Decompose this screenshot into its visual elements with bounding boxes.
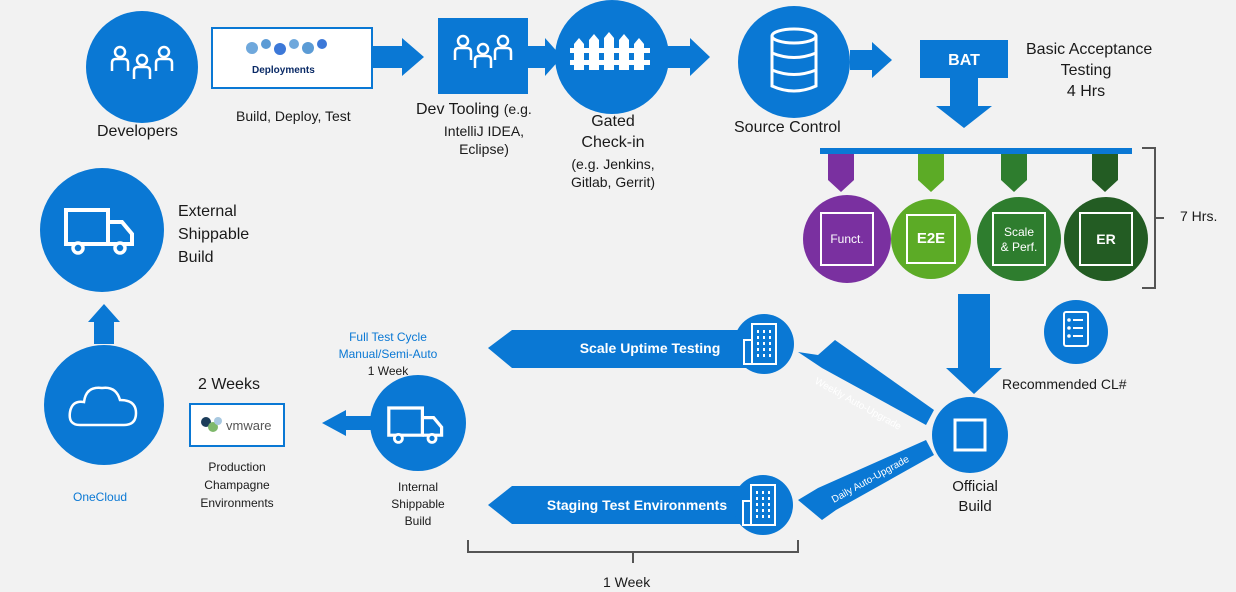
official-build-line2: Build [958, 498, 992, 515]
internal-build-line1: Internal [397, 480, 439, 494]
weekly-upgrade-arrow [798, 340, 934, 425]
full-test-cycle-line1: Full Test Cycle [349, 330, 427, 344]
internal-build-circle [370, 375, 466, 471]
external-build-circle [40, 168, 164, 292]
dev-tooling-paren: (e.g. [503, 101, 532, 117]
developers-label: Developers [97, 123, 178, 140]
seven-hrs-bracket [1142, 147, 1164, 289]
vmware-label: vmware [226, 418, 272, 433]
dev-tooling-line3: Eclipse) [459, 141, 509, 157]
one-week-bottom-label: 1 Week [603, 574, 651, 590]
external-build-line3: Build [178, 249, 214, 266]
gated-line2: Check-in [581, 134, 645, 151]
official-build-line1: Official [952, 478, 998, 495]
source-control-circle [738, 6, 850, 118]
arrow-to-official [946, 294, 1002, 394]
dev-tooling-label: Dev Tooling (e.g. [416, 100, 532, 119]
scale-label-line2: & Perf. [1000, 240, 1038, 254]
one-week-top-label: 1 Week [367, 364, 409, 378]
deployments-label: Deployments [252, 65, 315, 76]
production-line2: Champagne [204, 478, 270, 492]
er-circle [1064, 197, 1148, 281]
arrow-to-dev-tooling [372, 38, 424, 76]
square-icon [953, 418, 987, 452]
e2e-circle [891, 199, 971, 279]
arrow-to-gated [528, 38, 562, 76]
production-line1: Production [208, 460, 266, 474]
bat-desc-line3: 4 Hrs [1066, 83, 1106, 100]
deployments-gears-icon [246, 39, 327, 55]
dev-tooling-title: Dev Tooling [416, 101, 500, 118]
external-build-line2: Shippable [178, 226, 250, 243]
onecloud-circle [44, 304, 164, 465]
cloud-icon [68, 386, 138, 427]
production-line3: Environments [200, 496, 274, 510]
official-build-circle [932, 397, 1008, 473]
funct-tab [828, 154, 854, 192]
build-deploy-test-label: Build, Deploy, Test [236, 108, 351, 124]
checklist-icon [1063, 311, 1089, 347]
recommended-label: Recommended CL# [1002, 376, 1127, 392]
funct-label: Funct. [830, 232, 864, 246]
external-build-line1: External [178, 203, 237, 220]
e2e-label: E2E [916, 230, 946, 247]
gated-line4: Gitlab, Gerrit) [570, 174, 655, 190]
arrow-to-source [668, 38, 710, 76]
fence-icon [570, 32, 650, 70]
scale-circle [977, 197, 1061, 281]
seven-hrs-label: 7 Hrs. [1180, 208, 1218, 224]
er-tab [1092, 154, 1118, 192]
bat-box [920, 40, 1008, 128]
bat-desc-line1: Basic Acceptance [1026, 41, 1153, 58]
deployments-image [211, 27, 373, 89]
bat-desc-line2: Testing [1060, 62, 1112, 79]
two-weeks-label: 2 Weeks [198, 376, 260, 393]
source-control-label: Source Control [734, 119, 841, 136]
database-icon [770, 27, 818, 93]
bat-label: BAT [948, 52, 980, 69]
internal-build-line2: Shippable [391, 497, 445, 511]
scale-tab [1001, 154, 1027, 192]
recommended-circle [1044, 300, 1108, 364]
onecloud-label: OneCloud [73, 490, 128, 504]
dev-tooling-box [438, 18, 528, 94]
one-week-bracket [467, 540, 799, 563]
gated-line3: (e.g. Jenkins, [571, 156, 655, 172]
er-label: ER [1096, 231, 1116, 247]
internal-build-line3: Build [404, 514, 432, 528]
staging-arrow [488, 475, 793, 535]
funct-circle [803, 195, 891, 283]
staging-label: Staging Test Environments [546, 497, 728, 513]
dev-tooling-line2: IntelliJ IDEA, [443, 123, 525, 139]
scale-uptime-label: Scale Uptime Testing [579, 340, 721, 356]
daily-upgrade-arrow [798, 440, 934, 520]
arrow-to-bat [850, 42, 892, 78]
full-test-cycle-line2: Manual/Semi-Auto [338, 347, 438, 361]
scale-label-line1: Scale [1003, 225, 1035, 239]
e2e-tab [918, 154, 944, 192]
scale-uptime-arrow [488, 314, 794, 374]
gated-checkin-circle [555, 0, 669, 114]
developers-circle [86, 11, 198, 123]
gated-line1: Gated [591, 113, 635, 130]
arrow-to-vmware [322, 410, 380, 436]
vmware-logo [189, 403, 285, 447]
test-bar [820, 148, 1132, 154]
